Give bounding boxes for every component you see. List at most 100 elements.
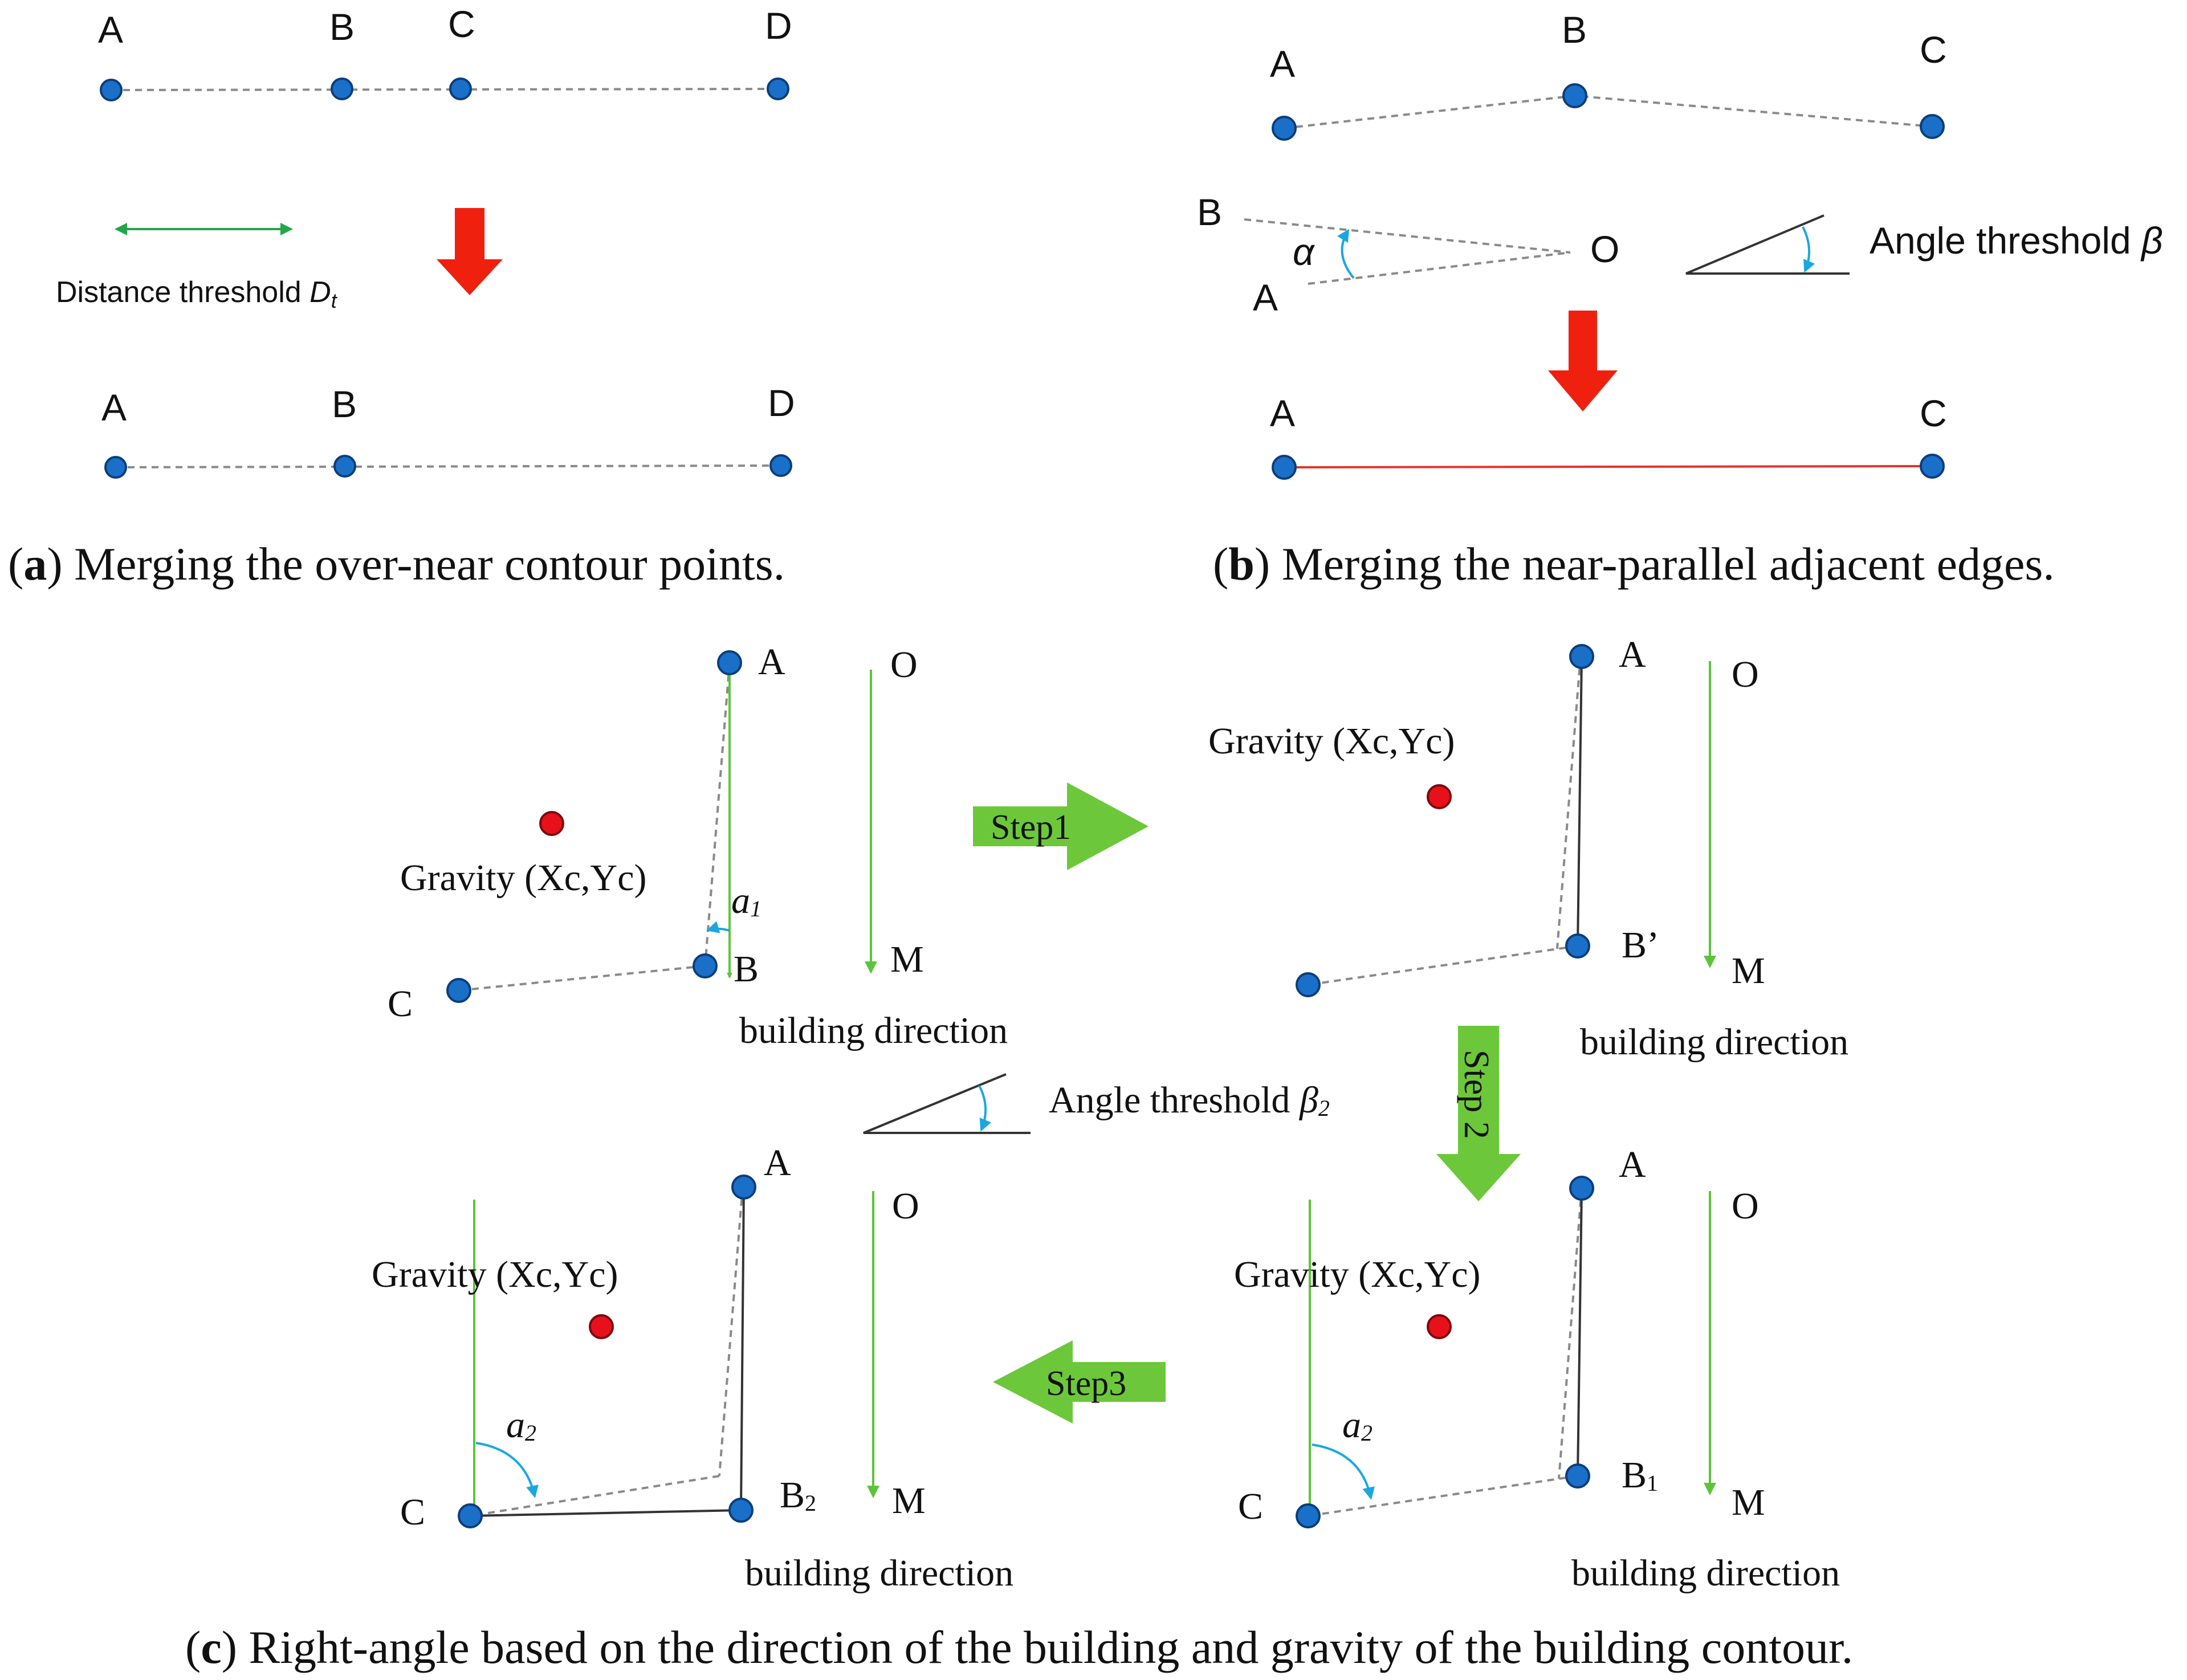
down-arrow-red-b bbox=[1548, 311, 1618, 411]
angle-label-B: B bbox=[1197, 191, 1222, 233]
label-B1: B1 bbox=[1622, 1454, 1658, 1496]
point-B1 bbox=[1565, 1463, 1590, 1489]
building-direction-label-4: building direction bbox=[745, 1552, 1013, 1594]
panel-a-label-D: D bbox=[765, 5, 792, 47]
panel-a-point-C bbox=[449, 78, 472, 100]
building-direction-label-3: building direction bbox=[1571, 1552, 1840, 1594]
edge-B1C bbox=[1308, 1475, 1578, 1517]
merged-edge-AC bbox=[1284, 465, 1933, 468]
alpha-label: α bbox=[1293, 231, 1316, 273]
point-C-4 bbox=[458, 1503, 483, 1528]
label-B2: B2 bbox=[780, 1474, 816, 1516]
label-A-4: A bbox=[764, 1142, 791, 1184]
gravity-point-2 bbox=[1427, 784, 1452, 809]
edge-B-C-dash bbox=[470, 1475, 720, 1517]
a2-label-1: a2 bbox=[506, 1404, 536, 1446]
point-A-4 bbox=[731, 1175, 756, 1200]
angle-label-O: O bbox=[1590, 228, 1619, 270]
angle-edge-OA bbox=[1308, 251, 1571, 285]
gravity-point-4 bbox=[589, 1314, 614, 1339]
angle-edge-OB bbox=[1244, 218, 1571, 254]
a1-arc bbox=[706, 921, 730, 933]
label-O-1: O bbox=[890, 644, 918, 686]
alpha-arc bbox=[1337, 229, 1355, 279]
label-M-4: M bbox=[892, 1480, 926, 1522]
angle-label-A: A bbox=[1253, 276, 1278, 319]
panel-c-step1: Gravity (Xc,Yc) A O M B’ building direct… bbox=[1208, 634, 1848, 1063]
step2-label: Step 2 bbox=[1457, 1050, 1496, 1139]
label-A-1: A bbox=[758, 641, 785, 683]
point-C-3 bbox=[1296, 1503, 1321, 1528]
gravity-label-1: Gravity (Xc,Yc) bbox=[400, 857, 646, 899]
gravity-label-2: Gravity (Xc,Yc) bbox=[1208, 720, 1455, 762]
panel-a-bottom-point-A bbox=[104, 456, 127, 479]
angle-threshold-label-c: Angle threshold β2 bbox=[1049, 1079, 1330, 1121]
panel-c-caption: (c) Right-angle based on the direction o… bbox=[185, 1621, 1853, 1673]
edge-AB2-solid bbox=[740, 1186, 745, 1511]
step2-arrow: Step 2 bbox=[1436, 1026, 1521, 1201]
angle-threshold-icon-c bbox=[863, 1073, 1031, 1134]
angle-threshold-icon-b bbox=[1685, 214, 1850, 275]
edge-BC-step1 bbox=[1308, 945, 1578, 986]
label-C-1: C bbox=[388, 983, 413, 1025]
step1-label: Step1 bbox=[991, 808, 1071, 847]
panel-a-label-B: B bbox=[329, 6, 355, 48]
angle-threshold-label-b: Angle threshold β bbox=[1870, 219, 2163, 262]
panel-c-original: Gravity (Xc,Yc) A O M B C a1 building di… bbox=[388, 641, 1008, 1051]
label-A-2: A bbox=[1619, 634, 1646, 675]
label-C-4: C bbox=[400, 1491, 425, 1533]
label-M-3: M bbox=[1732, 1482, 1765, 1523]
label-M-1: M bbox=[890, 939, 924, 980]
panel-b-top-edges bbox=[1284, 94, 1933, 129]
panel-b-point-A bbox=[1272, 116, 1297, 141]
label-O-2: O bbox=[1732, 654, 1759, 695]
building-direction-label-2: building direction bbox=[1580, 1021, 1848, 1063]
edge-AB1-dash bbox=[1558, 1188, 1583, 1479]
label-A-3: A bbox=[1619, 1144, 1646, 1185]
panel-b-bottom-label-C: C bbox=[1920, 392, 1947, 434]
panel-a-top-edge bbox=[111, 88, 779, 91]
edge-AB-prime-solid bbox=[1577, 656, 1583, 947]
panel-b-point-C bbox=[1920, 114, 1945, 139]
step3-arrow: Step3 bbox=[993, 1340, 1166, 1424]
panel-b-point-B bbox=[1562, 83, 1587, 108]
angle-threshold-c: Angle threshold β2 bbox=[863, 1073, 1330, 1134]
gravity-point-3 bbox=[1427, 1314, 1452, 1339]
point-A-3 bbox=[1569, 1176, 1594, 1201]
panel-a-point-D bbox=[767, 78, 789, 100]
panel-b-label-A: A bbox=[1270, 43, 1295, 85]
panel-b-label-B: B bbox=[1562, 9, 1587, 51]
point-A-1 bbox=[717, 650, 742, 675]
edge-BC-original bbox=[458, 965, 706, 992]
point-C-1 bbox=[446, 978, 471, 1003]
label-M-2: M bbox=[1732, 950, 1765, 992]
panel-b-caption: (b) Merging the near-parallel adjacent e… bbox=[1213, 538, 2055, 590]
gravity-label-4: Gravity (Xc,Yc) bbox=[372, 1254, 618, 1295]
edge-B2C-solid bbox=[470, 1509, 742, 1517]
panel-a-bottom-label-D: D bbox=[768, 382, 795, 424]
panel-a-label-C: C bbox=[448, 3, 475, 45]
gravity-label-3: Gravity (Xc,Yc) bbox=[1234, 1254, 1480, 1295]
panel-a: A B C D Distance threshold Dt A B D (a) … bbox=[8, 3, 795, 590]
panel-b: A B C B A O α Angle threshold β A C (b) … bbox=[1197, 9, 2163, 590]
panel-b-bottom-point-C bbox=[1920, 454, 1945, 479]
panel-a-bottom-point-D bbox=[769, 454, 792, 477]
point-B-1 bbox=[693, 953, 718, 978]
panel-a-bottom-edge bbox=[115, 464, 781, 468]
edge-AB-original bbox=[704, 662, 731, 967]
edge-AB1-solid bbox=[1577, 1188, 1583, 1477]
point-B-prime bbox=[1565, 933, 1590, 959]
point-B2 bbox=[728, 1498, 754, 1523]
step1-arrow: Step1 bbox=[973, 782, 1149, 870]
a2-arc-1 bbox=[475, 1442, 539, 1498]
panel-c-step2: Gravity (Xc,Yc) A O M B1 C a2 building d… bbox=[1234, 1144, 1840, 1594]
panel-a-label-A: A bbox=[98, 9, 123, 51]
gravity-point-1 bbox=[539, 811, 564, 836]
label-B-prime: B’ bbox=[1622, 924, 1659, 966]
label-B-1: B bbox=[734, 948, 759, 990]
point-C-2 bbox=[1296, 972, 1321, 997]
panel-c-step3: Gravity (Xc,Yc) A O M B2 C a2 building d… bbox=[372, 1142, 1013, 1594]
point-A-2 bbox=[1569, 644, 1594, 669]
panel-a-bottom-point-B bbox=[333, 455, 356, 478]
a1-label: a1 bbox=[731, 880, 761, 921]
